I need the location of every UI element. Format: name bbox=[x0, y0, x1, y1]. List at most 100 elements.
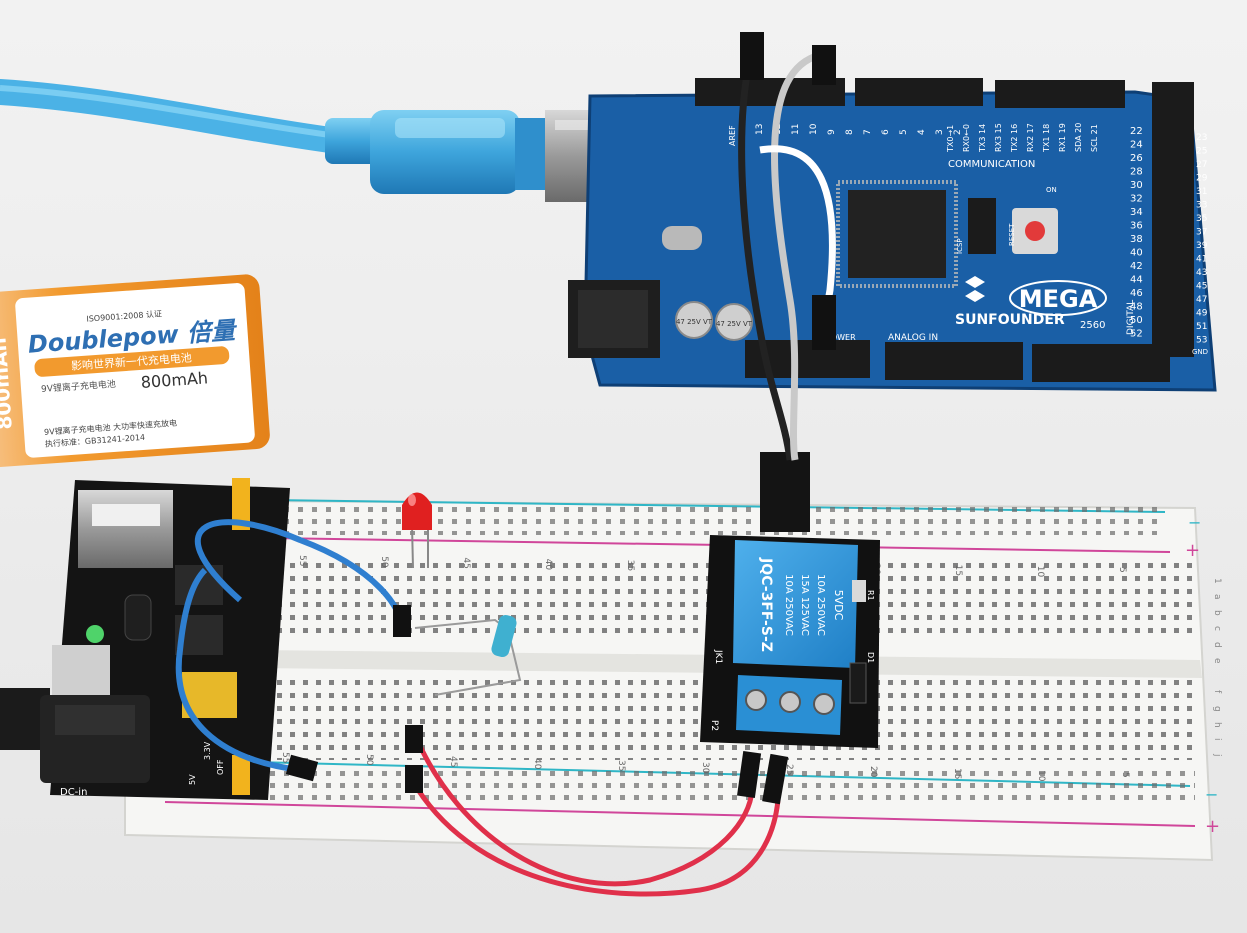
digital-pin-label: 25 bbox=[1196, 147, 1207, 157]
battery-capacity: 800mAh bbox=[140, 368, 208, 392]
pwm-pin-label: 5 bbox=[899, 129, 909, 135]
wire-red-end-3 bbox=[737, 750, 762, 799]
jumper-top bbox=[232, 478, 250, 530]
rail-plus-bottom: + bbox=[1205, 816, 1220, 837]
comm-pin-label: TX2 16 bbox=[1010, 124, 1019, 153]
pwm-pin-label: 13 bbox=[755, 124, 765, 135]
pwm-pin-label: 10 bbox=[809, 123, 819, 135]
digital-pin-label: 32 bbox=[1130, 194, 1143, 205]
arduino-mega-board: 47 25V VT 47 25V VT MEGA 2560 SUNFOUNDER… bbox=[568, 78, 1217, 392]
digital-pin-label: 44 bbox=[1130, 275, 1143, 286]
breadboard-column-number: 40 bbox=[532, 758, 542, 770]
breadboard-column-number: 30 bbox=[700, 762, 710, 774]
wire-red-1 bbox=[412, 734, 755, 887]
digital-pin-label: 28 bbox=[1130, 167, 1143, 178]
rail-minus-bottom: − bbox=[1205, 785, 1218, 804]
breadboard-row-letter: d bbox=[1212, 642, 1222, 648]
breadboard-column-number: 5 bbox=[1120, 772, 1130, 778]
icsp-label: ICSP bbox=[956, 238, 964, 254]
wire-red-end-4 bbox=[762, 753, 789, 805]
analog-header bbox=[885, 342, 1023, 380]
wire-red-end-1 bbox=[405, 725, 423, 753]
rail-minus-top: − bbox=[1188, 513, 1201, 532]
resistor bbox=[414, 614, 522, 696]
digital-pin-label: 30 bbox=[1130, 180, 1143, 191]
screw-3 bbox=[813, 693, 835, 715]
digital-pin-label: 45 bbox=[1196, 282, 1207, 292]
capacitor-2 bbox=[715, 303, 753, 341]
breadboard-column-number: 55 bbox=[280, 752, 290, 763]
digital-pin-label: 39 bbox=[1196, 241, 1208, 251]
relay-rating-1: 5VDC bbox=[832, 590, 845, 621]
battery-9v: ISO9001:2008 认证 Doublepow 倍量 影响世界新一代充电电池… bbox=[0, 274, 270, 468]
wire-connector-gray bbox=[812, 45, 836, 85]
module-capacitor bbox=[124, 594, 152, 641]
wire-blue-bottom bbox=[175, 567, 301, 773]
pwm-pin-label: 11 bbox=[791, 124, 801, 135]
breadboard-column-number: 55 bbox=[297, 555, 307, 566]
reset-button bbox=[1025, 221, 1045, 241]
relay-rating-4: 10A 250VAC bbox=[783, 574, 794, 636]
v5-label: 5V bbox=[188, 774, 197, 785]
pwm-pin-label: 3 bbox=[935, 129, 945, 135]
breadboard-column-number: 15 bbox=[952, 768, 962, 779]
breadboard-row-letter: b bbox=[1212, 610, 1222, 616]
mega-model-number: 2560 bbox=[1080, 320, 1105, 331]
breadboard-row-letter: i bbox=[1212, 738, 1222, 741]
comm-header-right bbox=[995, 80, 1125, 108]
comm-header-left bbox=[855, 78, 983, 106]
digital-pin-label: 50 bbox=[1130, 315, 1143, 326]
p2-label: P2 bbox=[709, 720, 719, 731]
breadboard-row-letter: j bbox=[1212, 753, 1222, 757]
breadboard-column-number: 50 bbox=[364, 754, 374, 766]
wire-blue-end bbox=[393, 605, 411, 637]
digital-pin-label: 34 bbox=[1130, 207, 1143, 218]
wires bbox=[175, 32, 836, 897]
breadboard-column-number: 10 bbox=[1036, 770, 1046, 782]
digital-pin-label: 38 bbox=[1130, 234, 1143, 245]
breadboard-column-number: 10 bbox=[1035, 566, 1045, 578]
power-label: POWER bbox=[826, 333, 856, 342]
wire-red-2 bbox=[409, 778, 781, 897]
breadboard-column-number: 40 bbox=[543, 559, 553, 571]
comm-pin-label: RX2 17 bbox=[1026, 123, 1035, 152]
analog-header-2 bbox=[1032, 344, 1170, 382]
breadboard-row-letter: f bbox=[1212, 690, 1222, 694]
relay-module: 5VDC 10A 250VAC 15A 125VAC 10A 250VAC JQ… bbox=[700, 452, 880, 748]
jumper-bottom bbox=[232, 755, 250, 795]
jk1-label: JK1 bbox=[713, 649, 723, 664]
red-led bbox=[402, 492, 432, 569]
breadboard-column-number: 25 bbox=[784, 764, 794, 775]
dc-power-plug bbox=[0, 688, 150, 783]
pwm-pin-label: 7 bbox=[863, 129, 873, 135]
digital-pin-label: 40 bbox=[1130, 248, 1143, 259]
gnd-label: GND bbox=[1192, 348, 1208, 356]
breadboard-column-number: 15 bbox=[953, 565, 963, 576]
digital-pin-label: 47 bbox=[1196, 295, 1207, 305]
off-label: OFF bbox=[216, 759, 225, 775]
digital-pin-label: 29 bbox=[1196, 174, 1208, 184]
rail-plus-top: + bbox=[1185, 540, 1200, 561]
communication-label: COMMUNICATION bbox=[948, 159, 1035, 170]
breadboard-row-letter: a bbox=[1212, 594, 1222, 600]
digital-header bbox=[1152, 82, 1194, 357]
relay-rating-2: 10A 250VAC bbox=[815, 574, 826, 636]
relay-model: JQC-3FF-S-Z bbox=[758, 557, 774, 652]
mega-model-label: MEGA bbox=[1019, 285, 1098, 313]
digital-pin-label: 53 bbox=[1196, 336, 1207, 346]
pwm-pin-label: 8 bbox=[845, 129, 855, 135]
relay-body bbox=[733, 540, 858, 668]
breadboard-column-number: 35 bbox=[625, 560, 635, 571]
module-power-led bbox=[86, 625, 104, 643]
mega-chip bbox=[848, 190, 946, 278]
digital-pin-label: 43 bbox=[1196, 268, 1207, 278]
screw-1 bbox=[745, 689, 767, 711]
wire-black bbox=[738, 38, 794, 461]
digital-pin-label: 26 bbox=[1130, 153, 1143, 164]
digital-pin-label: 36 bbox=[1130, 221, 1143, 232]
